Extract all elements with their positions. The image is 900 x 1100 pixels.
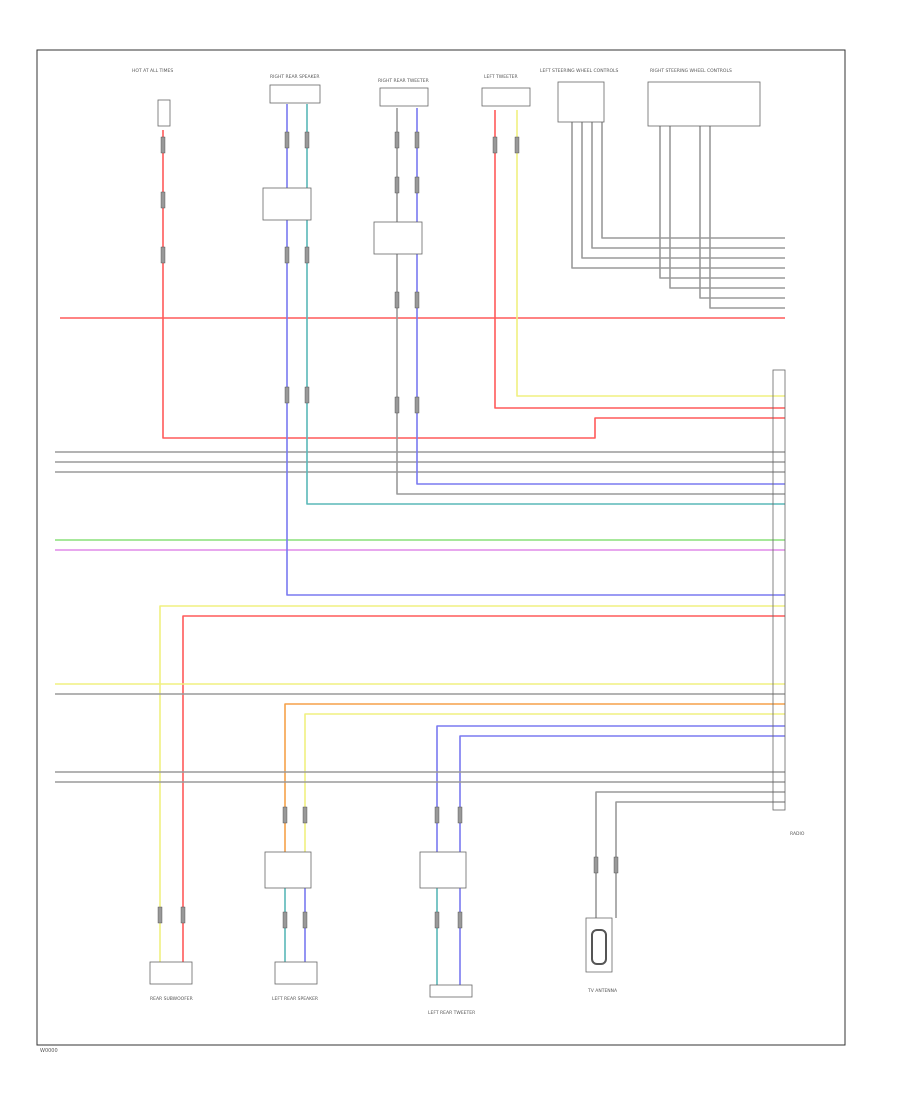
right-rear-tweeter-crossover (373, 221, 423, 255)
label-subwoofer: REAR SUBWOOFER (150, 996, 193, 1002)
connector-pin-28 (180, 906, 186, 924)
tv-antenna-icon (591, 929, 607, 965)
label-left-rear-tweeter: LEFT REAR TWEETER (428, 1010, 475, 1016)
left-rear-tweeter-crossover (419, 851, 467, 889)
connector-pin-8 (304, 386, 310, 404)
connector-pin-19 (282, 806, 288, 824)
tv-antenna-body (585, 917, 613, 973)
connector-pin-14 (414, 291, 420, 309)
wire-blue-19 (436, 725, 785, 852)
label-left-rear-speaker: LEFT REAR SPEAKER (272, 996, 318, 1002)
connector-pin-4 (304, 131, 310, 149)
connector-pin-20 (302, 806, 308, 824)
wire-gray-31 (591, 122, 785, 249)
wire-blue-20 (459, 735, 785, 852)
wire-orange-17 (284, 703, 785, 852)
label-right-rear-tweeter: RIGHT REAR TWEETER (378, 78, 429, 84)
connector-pin-24 (302, 911, 308, 929)
connector-pin-21 (434, 806, 440, 824)
pin-layer (157, 131, 619, 929)
wire-gray-30 (581, 122, 785, 259)
wire-gray-32 (601, 122, 785, 239)
wire-gray-24 (615, 801, 785, 918)
label-left-steering-controls: LEFT STEERING WHEEL CONTROLS (540, 68, 619, 74)
label-radio: RADIO (790, 831, 805, 837)
label-tv-antenna: TV ANTENNA (587, 988, 618, 994)
component-layer: HOT AT ALL TIMES RIGHT REAR SPEAKER RIGH… (132, 68, 805, 1016)
connector-pin-22 (457, 806, 463, 824)
left-tweeter-connector (481, 87, 531, 107)
label-top-fuse: HOT AT ALL TIMES (132, 68, 173, 74)
wire-blue-12 (286, 104, 785, 596)
right-steering-controls-box (647, 81, 761, 127)
left-rear-speaker-box (274, 961, 318, 985)
wire-red-2 (494, 110, 785, 409)
left-rear-tweeter-box (429, 984, 473, 998)
connector-pin-26 (457, 911, 463, 929)
wire-layer (55, 104, 785, 985)
label-left-tweeter: LEFT TWEETER (484, 74, 518, 80)
connector-pin-18 (514, 136, 520, 154)
wire-gray-8 (396, 108, 785, 495)
fuse-block (157, 99, 171, 127)
wire-yellow-18 (304, 713, 785, 852)
connector-pin-13 (394, 291, 400, 309)
label-right-steering-controls: RIGHT STEERING WHEEL CONTROLS (650, 68, 732, 74)
subwoofer-box (149, 961, 193, 985)
wire-gray-33 (659, 126, 785, 279)
left-rear-crossover (264, 851, 312, 889)
diagram-frame (36, 49, 846, 1046)
wire-red-1 (162, 130, 785, 439)
wire-gray-23 (595, 791, 785, 918)
connector-pin-12 (414, 176, 420, 194)
wire-red-14 (182, 615, 785, 966)
footer-code: W0000 (40, 1048, 58, 1054)
wire-teal-9 (306, 104, 785, 505)
right-rear-speaker-connector (269, 84, 321, 104)
radio-connector-strip (772, 369, 786, 811)
connector-pin-17 (492, 136, 498, 154)
right-rear-crossover (262, 187, 312, 221)
connector-pin-3 (284, 131, 290, 149)
connector-pin-11 (394, 176, 400, 194)
connector-pin-0 (160, 136, 166, 154)
connector-pin-5 (284, 246, 290, 264)
connector-pin-7 (284, 386, 290, 404)
label-right-rear-speaker: RIGHT REAR SPEAKER (270, 74, 320, 80)
wire-gray-36 (709, 126, 785, 309)
wire-gray-29 (571, 122, 785, 269)
connector-pin-1 (160, 191, 166, 209)
wire-gray-34 (669, 126, 785, 289)
right-rear-tweeter-connector (379, 87, 429, 107)
connector-pin-25 (434, 911, 440, 929)
connector-pin-15 (394, 396, 400, 414)
connector-pin-23 (282, 911, 288, 929)
connector-pin-16 (414, 396, 420, 414)
wire-gray-35 (699, 126, 785, 299)
left-steering-controls-box (557, 81, 605, 123)
connector-pin-10 (414, 131, 420, 149)
connector-pin-30 (613, 856, 619, 874)
wire-yellow-3 (516, 110, 785, 397)
connector-pin-9 (394, 131, 400, 149)
connector-pin-6 (304, 246, 310, 264)
connector-pin-2 (160, 246, 166, 264)
connector-pin-29 (593, 856, 599, 874)
wire-yellow-13 (159, 605, 785, 966)
wire-blue-7 (416, 108, 785, 485)
connector-pin-27 (157, 906, 163, 924)
